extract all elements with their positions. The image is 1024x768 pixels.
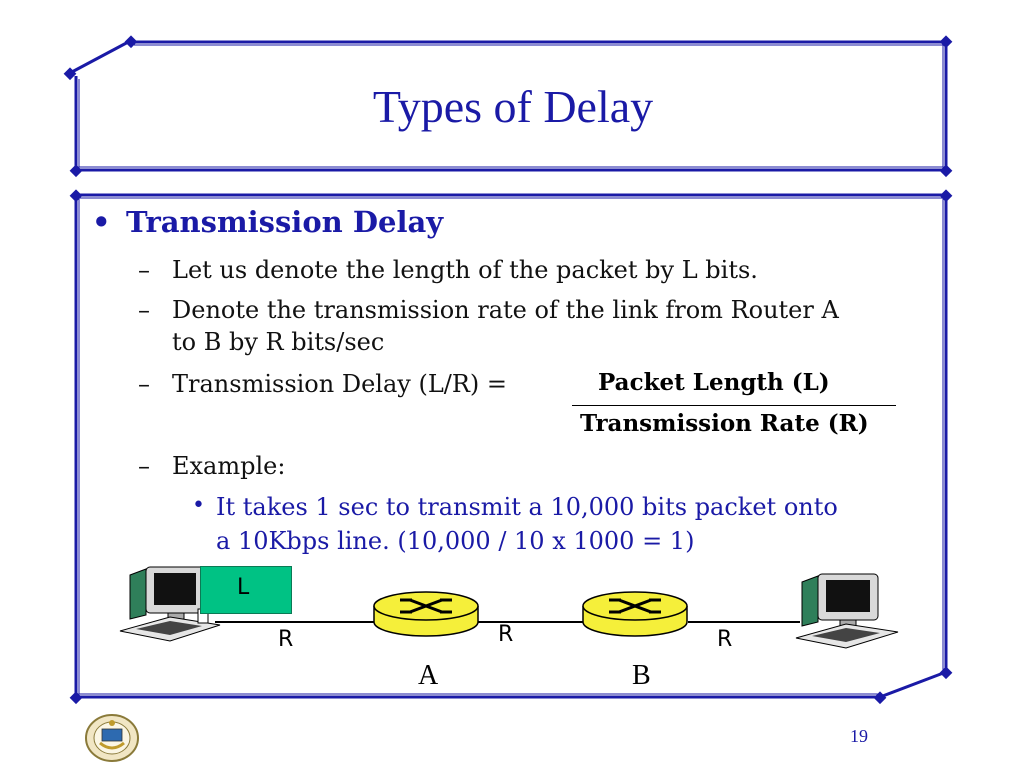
sub-item-text: Let us denote the length of the packet b… (172, 256, 758, 284)
university-seal-icon (85, 714, 139, 762)
bullet-heading: Transmission Delay (126, 205, 444, 239)
bullet-mark: • (192, 493, 205, 518)
dash-mark: – (138, 452, 150, 480)
dash-mark: – (138, 370, 150, 398)
link-rate-label: R (278, 627, 294, 652)
computer-icon (795, 573, 899, 649)
router-icon (582, 591, 688, 637)
link-rate-label: R (498, 622, 514, 647)
router-icon (373, 591, 479, 637)
computer-icon (119, 566, 221, 642)
formula-numerator: Packet Length (L) (598, 369, 830, 396)
sub-item-text-cont: to B by R bits/sec (172, 328, 385, 356)
router-a-label: A (418, 660, 439, 691)
bullet-mark: • (92, 205, 111, 239)
fraction-bar (572, 405, 896, 406)
sub-item-text: Denote the transmission rate of the link… (172, 296, 839, 324)
sub-item-text: Example: (172, 452, 286, 480)
packet-box: L (200, 566, 292, 614)
router-b-label: B (632, 660, 651, 691)
page-number: 19 (850, 726, 868, 746)
formula-denominator: Transmission Rate (R) (580, 410, 869, 437)
example-text-line1: It takes 1 sec to transmit a 10,000 bits… (216, 493, 838, 521)
dash-mark: – (138, 256, 150, 284)
packet-label: L (237, 575, 250, 600)
example-text-line2: a 10Kbps line. (10,000 / 10 x 1000 = 1) (216, 527, 695, 555)
dash-mark: – (138, 296, 150, 324)
slide-title: Types of Delay (372, 81, 654, 132)
link-rate-label: R (717, 627, 733, 652)
formula-label: Transmission Delay (L/R) = (172, 370, 508, 398)
